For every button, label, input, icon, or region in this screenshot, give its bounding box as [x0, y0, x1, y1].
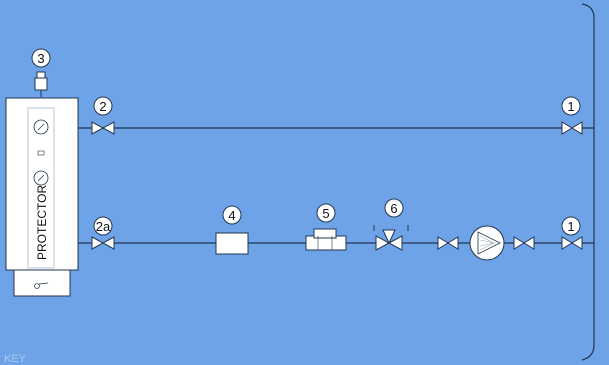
valve-icon — [561, 121, 573, 135]
protector-base — [13, 269, 71, 297]
callout-2a: 2a — [93, 216, 113, 236]
valve-icon — [91, 121, 105, 135]
callout-number: 1 — [567, 219, 574, 234]
callout-circle — [222, 205, 242, 225]
header-pipe — [581, 3, 595, 361]
callout-5: 5 — [316, 203, 336, 223]
callout-number: 1 — [567, 99, 574, 114]
valve-icon — [437, 236, 449, 250]
drain-tap-icon — [34, 283, 40, 289]
callout-4: 4 — [222, 205, 242, 225]
callout-number: 6 — [390, 201, 397, 216]
valve-icon — [513, 236, 525, 250]
callout-circle — [561, 96, 581, 116]
flow-meter-icon — [305, 228, 347, 251]
key-label: KEY — [4, 353, 27, 365]
callout-number: 4 — [228, 208, 235, 223]
callout-circle — [316, 203, 336, 223]
pump-icon — [469, 225, 505, 261]
strainer-icon — [215, 232, 249, 255]
valve-2 — [91, 121, 115, 135]
pump-isolation-valve-left — [437, 236, 459, 250]
valve-1-bottom — [561, 236, 583, 250]
callout-circle — [93, 216, 113, 236]
relief-valve-icon — [373, 225, 409, 251]
callout-2: 2 — [93, 96, 113, 116]
valve-1-top — [561, 121, 583, 135]
callout-1-bottom: 1 — [561, 216, 581, 236]
indicator-light — [37, 150, 45, 156]
valve-icon — [561, 236, 573, 250]
callout-circle — [561, 216, 581, 236]
callout-circle — [93, 96, 113, 116]
callout-circle — [384, 198, 404, 218]
callout-circle — [31, 48, 51, 68]
callout-number: 2a — [96, 219, 111, 234]
protector-label: PROTECTOR — [35, 185, 49, 260]
callout-number: 3 — [37, 51, 44, 66]
protector-panel — [27, 107, 55, 269]
protector-unit: PROTECTOR — [5, 97, 79, 297]
valve-icon — [91, 236, 105, 250]
callout-6: 6 — [384, 198, 404, 218]
valve-2a — [91, 236, 115, 250]
air-vent — [34, 71, 48, 97]
callout-number: 5 — [322, 206, 329, 221]
callout-1-top: 1 — [561, 96, 581, 116]
callout-number: 2 — [99, 99, 106, 114]
callout-3: 3 — [31, 48, 51, 68]
pump-isolation-valve-right — [513, 236, 535, 250]
